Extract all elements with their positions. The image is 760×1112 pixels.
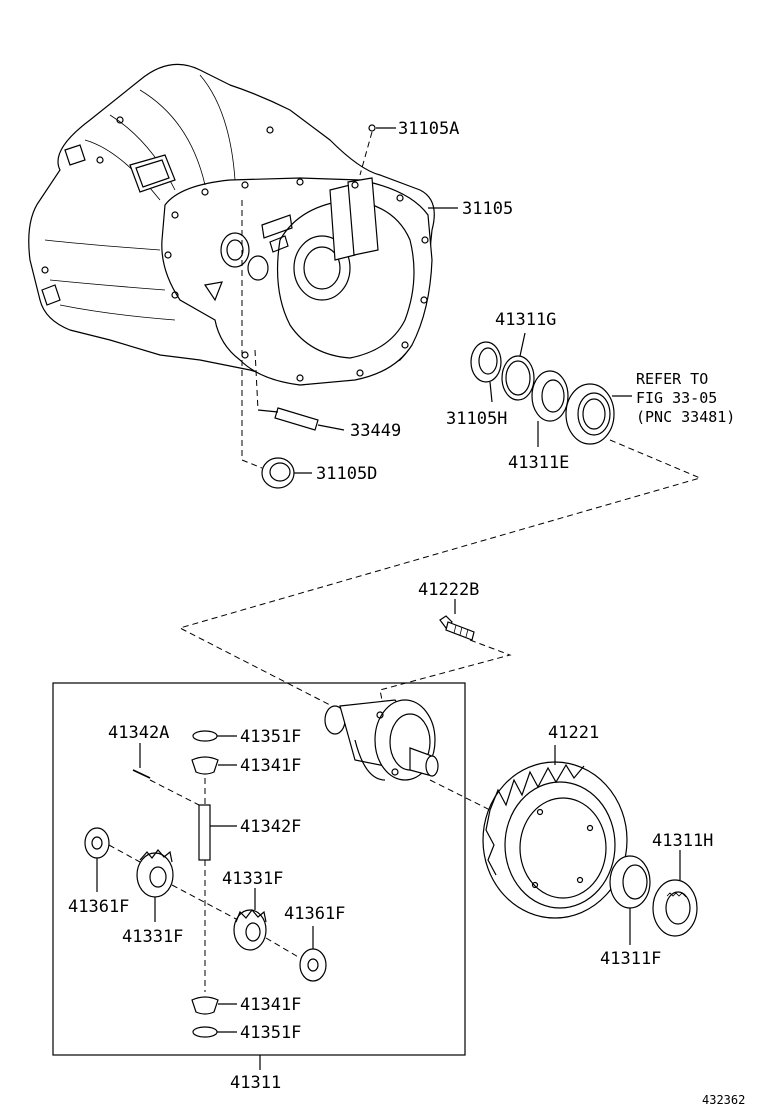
shim-41311h [652, 850, 698, 937]
refer-note-line1: REFER TO [636, 370, 708, 388]
bearing-41311f [609, 855, 651, 945]
label-41311h: 41311H [652, 831, 713, 851]
differential-internal-parts [84, 730, 327, 1038]
label-41341f-top: 41341F [240, 756, 301, 776]
refer-note-line2: FIG 33-05 [636, 389, 717, 407]
label-41222b: 41222B [418, 580, 479, 600]
label-41342f: 41342F [240, 817, 301, 837]
label-41331f-left: 41331F [122, 927, 183, 947]
speedometer-sleeve-33449 [254, 349, 345, 431]
diagram-code: 432362 [702, 1093, 745, 1107]
label-31105h: 31105H [446, 409, 507, 429]
shim-41311g [501, 332, 535, 401]
ring-gear-41221 [482, 745, 628, 919]
label-41311f: 41311F [600, 949, 661, 969]
label-41351f-bottom: 41351F [240, 1023, 301, 1043]
label-41361f-left: 41361F [68, 897, 129, 917]
label-31105: 31105 [462, 199, 513, 219]
label-41331f-right: 41331F [222, 869, 283, 889]
bearing-41311e [531, 370, 569, 447]
transaxle-housing-drawing [28, 63, 435, 386]
differential-case-drawing [324, 699, 439, 781]
bolt-41222b [439, 599, 475, 641]
label-41361f-right: 41361F [284, 904, 345, 924]
label-41311: 41311 [230, 1073, 281, 1093]
refer-note-line3: (PNC 33481) [636, 408, 735, 426]
label-41221: 41221 [548, 723, 599, 743]
label-33449: 33449 [350, 421, 401, 441]
label-41311e: 41311E [508, 453, 569, 473]
label-41341f-bottom: 41341F [240, 995, 301, 1015]
differential-assembly-box [52, 682, 466, 1056]
label-41311g: 41311G [495, 310, 556, 330]
label-41351f-top: 41351F [240, 727, 301, 747]
bearing-race-refer [565, 383, 632, 445]
label-31105a: 31105A [398, 119, 459, 139]
oil-seal-31105h [470, 341, 502, 403]
label-41342a: 41342A [108, 723, 169, 743]
oil-seal-31105d [241, 200, 312, 489]
label-31105d: 31105D [316, 464, 377, 484]
housing-leaders [359, 124, 458, 209]
